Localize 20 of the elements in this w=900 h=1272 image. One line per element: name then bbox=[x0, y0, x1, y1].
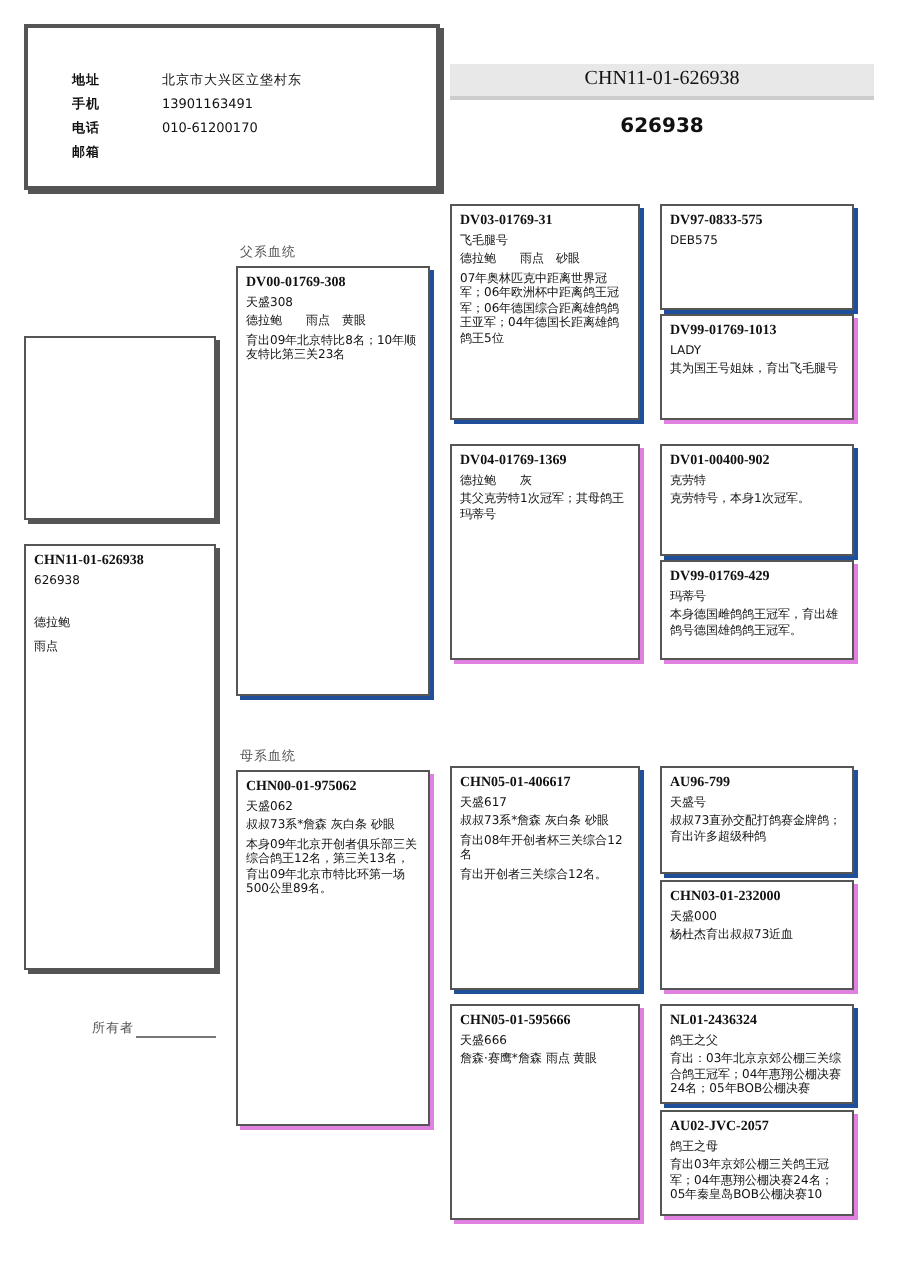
pedigree-card bbox=[450, 444, 640, 660]
pedigree-card bbox=[660, 766, 854, 874]
pedigree-card bbox=[660, 1004, 854, 1104]
pedigree-card bbox=[450, 204, 640, 420]
pedigree-card bbox=[660, 1110, 854, 1216]
owner-info-card bbox=[24, 24, 440, 190]
pedigree-card bbox=[660, 560, 854, 660]
ring-short-number: 626938 bbox=[618, 116, 706, 138]
pedigree-card bbox=[24, 544, 216, 970]
pedigree-card bbox=[450, 1004, 640, 1220]
pedigree-card bbox=[660, 444, 854, 556]
pedigree-card bbox=[236, 770, 430, 1126]
ring-number: CHN11-01-626938 bbox=[582, 68, 742, 93]
pedigree-card bbox=[236, 266, 430, 696]
pedigree-card bbox=[450, 766, 640, 990]
pedigree-card bbox=[660, 314, 854, 420]
pedigree-card bbox=[660, 880, 854, 990]
pedigree-card bbox=[660, 204, 854, 310]
photo-placeholder bbox=[24, 336, 216, 520]
ring-number-band bbox=[450, 64, 874, 100]
